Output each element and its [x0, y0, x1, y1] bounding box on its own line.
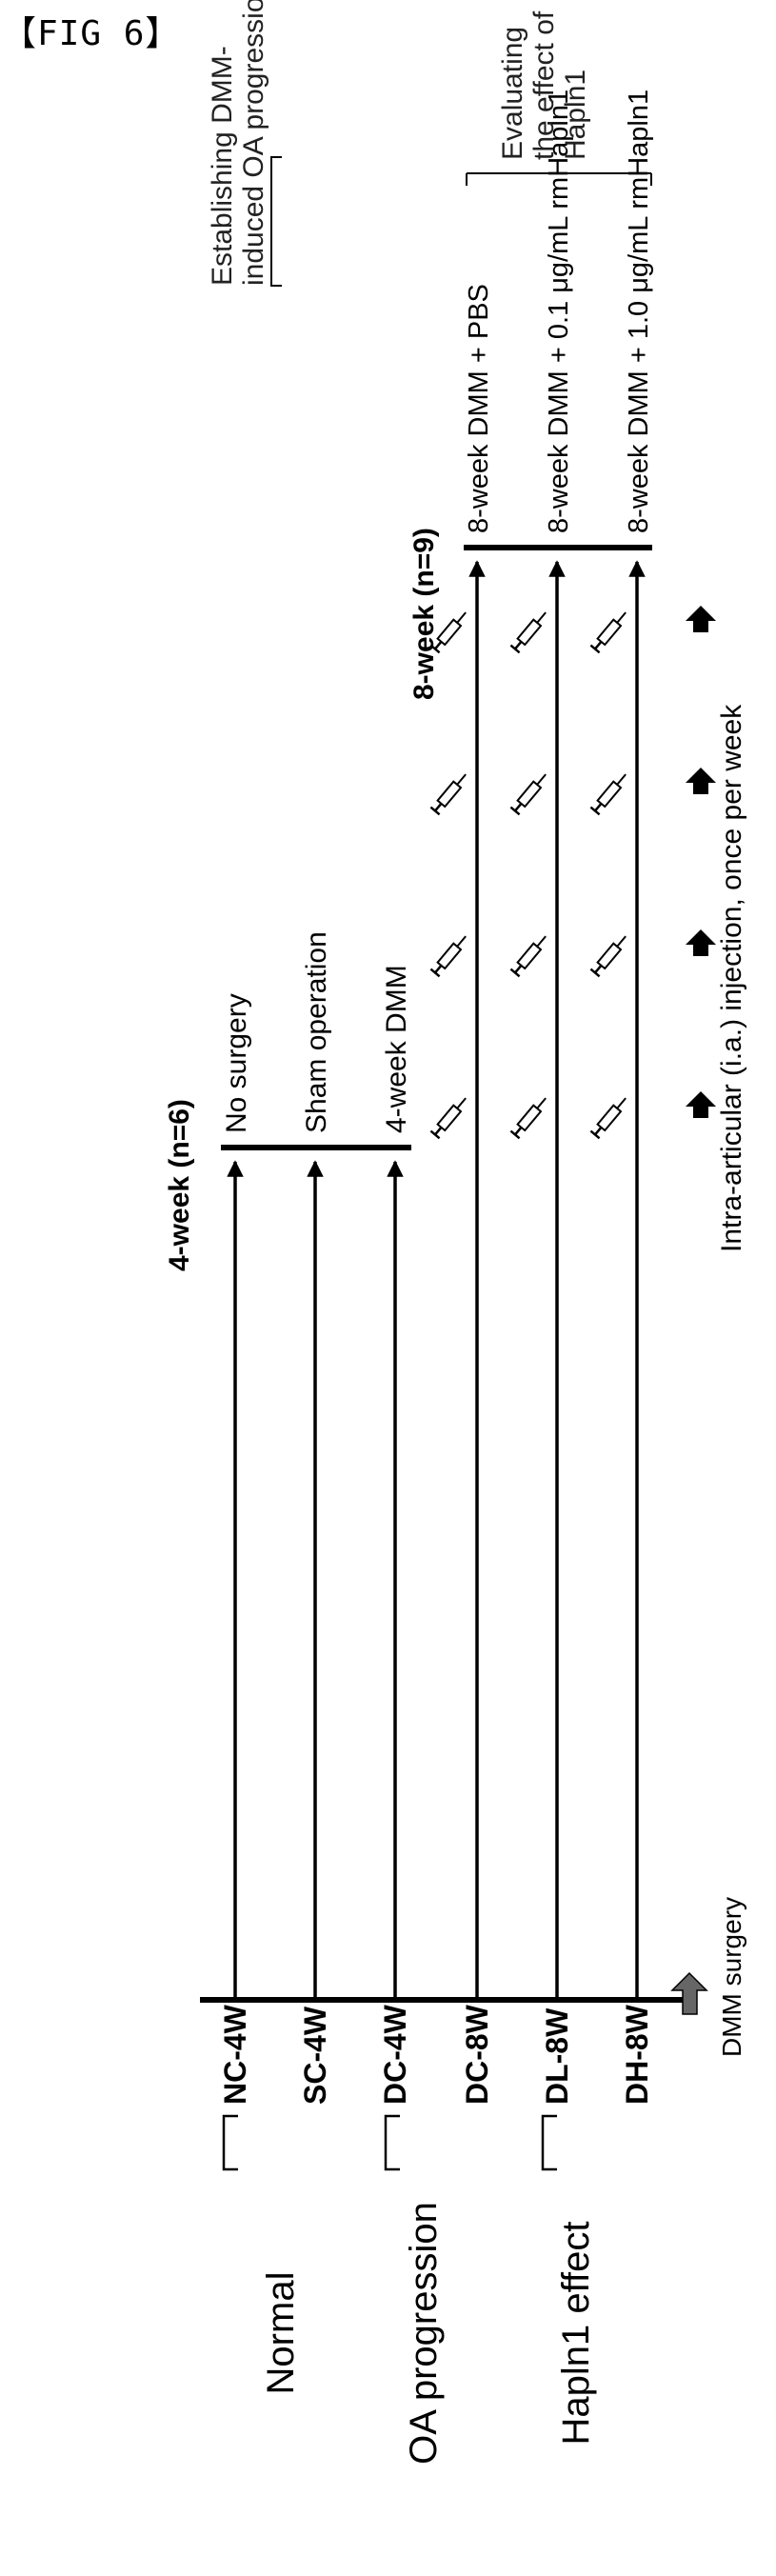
- evaluating-label-line2: the effect of: [528, 10, 560, 160]
- injection-syringes: [430, 609, 629, 1138]
- row-code-dl-8w: DL-8W: [540, 2007, 574, 2105]
- row-code-dc-4w: DC-4W: [378, 2004, 412, 2105]
- end-label-dc-4w: 4-week DMM: [381, 965, 412, 1133]
- injection-label: Intra-articular (i.a.) injection, once p…: [716, 704, 747, 1252]
- syringe-icon: [510, 932, 549, 976]
- syringe-icon: [590, 1094, 629, 1138]
- injection-arrow-icon: [686, 768, 716, 794]
- end-label-dc-8w: 8-week DMM + PBS: [464, 284, 494, 533]
- evaluating-label-line1: Evaluating: [497, 27, 528, 160]
- establishing-label-line2: induced OA progression: [238, 0, 269, 286]
- end-label-nc-4w: No surgery: [221, 993, 252, 1133]
- injection-arrow-icon: [686, 1091, 716, 1118]
- evaluating-label-line3: Hapln1: [560, 70, 591, 160]
- syringe-icon: [590, 932, 629, 976]
- timepoint-label-4-week: 4-week (n=6): [164, 1099, 195, 1271]
- syringe-icon: [510, 609, 549, 652]
- syringe-icon: [590, 609, 629, 652]
- diagram-body: Normal OA progression Hapln1 effect NC-4…: [164, 0, 747, 2465]
- syringe-icon: [590, 770, 629, 814]
- row-code-nc-4w: NC-4W: [218, 2004, 252, 2105]
- syringe-icon: [430, 770, 469, 814]
- dmm-surgery-arrow: [672, 1973, 706, 2014]
- syringe-icon: [510, 1094, 549, 1138]
- timepoint-label-8-week: 8-week (n=9): [408, 528, 440, 700]
- end-label-dh-8w: 8-week DMM + 1.0 μg/mL rmHapln1: [624, 90, 654, 533]
- group-label-hapln1-effect: Hapln1 effect: [555, 2222, 597, 2446]
- row-code-dc-8w: DC-8W: [460, 2004, 494, 2105]
- group-label-normal: Normal: [260, 2272, 302, 2395]
- syringe-icon: [430, 932, 469, 976]
- row-code-sc-4w: SC-4W: [298, 2006, 332, 2105]
- syringe-icon: [430, 1094, 469, 1138]
- injection-arrows: [686, 606, 716, 1118]
- injection-arrow-icon: [686, 606, 716, 632]
- injection-arrow-icon: [686, 929, 716, 956]
- group-label-oa-progression: OA progression: [403, 2202, 445, 2465]
- row-code-dh-8w: DH-8W: [620, 2004, 654, 2105]
- establishing-label-line1: Establishing DMM-: [207, 46, 238, 286]
- syringe-icon: [510, 770, 549, 814]
- bracket-hapln1-effect: [543, 2116, 557, 2169]
- end-label-sc-4w: Sham operation: [301, 931, 332, 1133]
- bracket-normal: [224, 2116, 238, 2169]
- bracket-oa-progression: [386, 2116, 400, 2169]
- bracket-establishing: [271, 157, 282, 286]
- dmm-surgery-label: DMM surgery: [717, 1897, 746, 2057]
